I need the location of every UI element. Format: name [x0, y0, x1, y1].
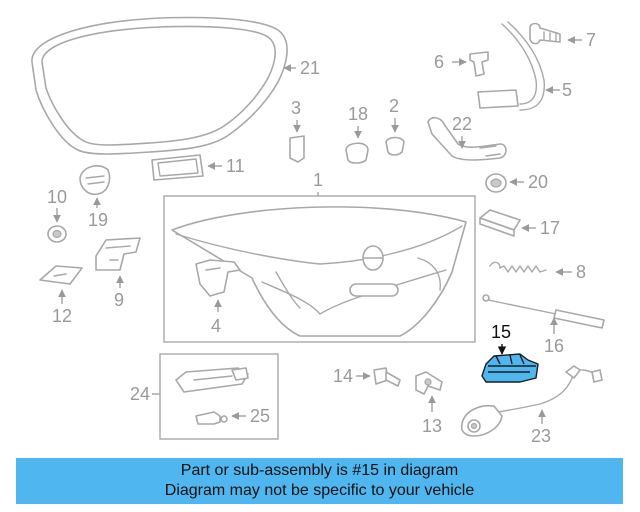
part-2-stop: 2	[385, 96, 405, 156]
callout-9: 9	[114, 290, 124, 310]
part-21-weatherstrip: 21	[31, 16, 320, 155]
part-19-cap: 19	[79, 165, 111, 230]
banner-line-2: Diagram may not be specific to your vehi…	[164, 482, 475, 499]
info-banner: Part or sub-assembly is #15 in diagram D…	[16, 458, 623, 504]
part-17-block: 17	[479, 209, 560, 238]
part-15-license-lamp: 15	[481, 322, 539, 383]
callout-24: 24	[130, 384, 150, 404]
callout-22: 22	[452, 114, 472, 134]
callout-1: 1	[313, 170, 323, 190]
callout-20: 20	[528, 172, 548, 192]
part-4-bracket: 4	[195, 259, 241, 336]
callout-17: 17	[540, 218, 560, 238]
part-25-bulb: 25	[195, 406, 270, 426]
callout-15: 15	[491, 322, 511, 342]
callout-11: 11	[226, 156, 245, 176]
callout-25: 25	[250, 406, 270, 426]
callout-23: 23	[531, 426, 551, 446]
part-12-bracket: 12	[39, 265, 83, 326]
callout-5: 5	[562, 80, 572, 100]
callout-16: 16	[544, 336, 564, 356]
part-1-trunk-lid: 1	[163, 170, 476, 343]
callout-21: 21	[300, 58, 320, 78]
banner-line-1: Part or sub-assembly is #15 in diagram	[180, 462, 459, 479]
callout-2: 2	[389, 96, 399, 116]
callout-6: 6	[434, 52, 444, 72]
part-22-hinge-arm: 22	[427, 114, 507, 161]
part-7-bolt: 7	[529, 22, 596, 50]
parts-diagram: 21 11 19 10 12 9 3	[31, 16, 605, 446]
part-24-handle: 24	[130, 353, 279, 440]
callout-7: 7	[586, 30, 596, 50]
callout-3: 3	[291, 98, 301, 118]
part-5-hinge: 5	[477, 21, 572, 111]
callout-18: 18	[348, 104, 368, 124]
part-3-clip: 3	[289, 98, 305, 163]
part-18-cap: 18	[345, 104, 369, 164]
part-6-clip: 6	[434, 51, 489, 77]
part-11-plate: 11	[151, 154, 245, 181]
part-10-grommet: 10	[47, 187, 67, 243]
callout-13: 13	[422, 416, 442, 436]
callout-4: 4	[211, 316, 221, 336]
part-23-camera: 23	[460, 365, 603, 446]
callout-10: 10	[47, 187, 67, 207]
callout-12: 12	[52, 306, 72, 326]
part-14-bolt: 14	[333, 366, 401, 387]
part-13-bracket: 13	[415, 371, 443, 436]
callout-19: 19	[88, 210, 108, 230]
callout-8: 8	[576, 262, 586, 282]
part-16-strut: 16	[482, 294, 605, 356]
part-8-spring: 8	[489, 261, 586, 282]
part-9-hinge: 9	[95, 237, 141, 310]
part-20-grommet: 20	[485, 172, 548, 193]
callout-14: 14	[333, 366, 353, 386]
